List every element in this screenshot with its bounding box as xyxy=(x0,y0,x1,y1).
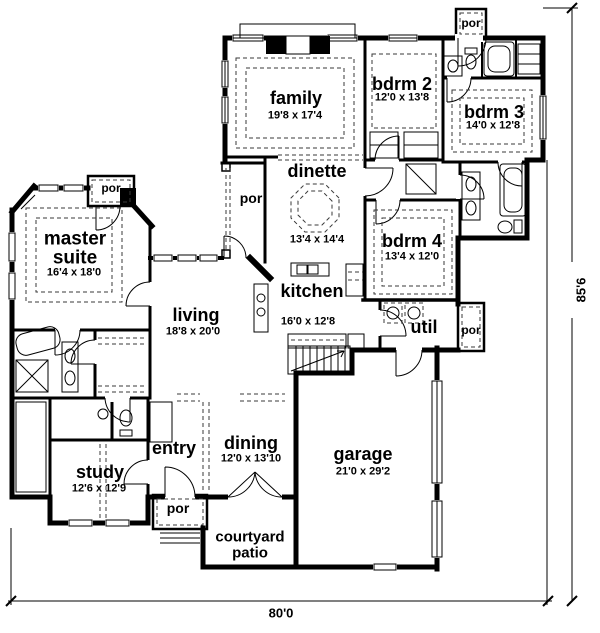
room-label-courtyard-line2: patio xyxy=(232,544,268,562)
overall-height-dimension: 85'6 xyxy=(573,277,589,303)
porch-label-entry: por xyxy=(166,500,190,516)
room-dims-dining: 12'0 x 13'10 xyxy=(220,452,282,465)
windows xyxy=(8,34,547,571)
room-dims-garage: 21'0 x 29'2 xyxy=(335,465,391,478)
dimension-ticks xyxy=(5,2,578,607)
ceiling-details xyxy=(25,12,533,526)
room-label-master-line1: master xyxy=(43,228,107,250)
room-dims-living: 18'8 x 20'0 xyxy=(165,325,221,338)
overall-width-dimension: 80'0 xyxy=(268,605,294,621)
room-label-study: study xyxy=(75,462,125,482)
room-label-bdrm2: bdrm 2 xyxy=(371,74,433,94)
fireplace xyxy=(120,23,356,206)
room-dims-bdrm3: 14'0 x 12'8 xyxy=(465,119,521,132)
room-dims-master: 16'4 x 18'0 xyxy=(46,266,102,279)
porch-label-master: por xyxy=(101,181,121,195)
room-label-entry: entry xyxy=(151,438,197,458)
dimension-lines xyxy=(5,2,578,607)
room-label-courtyard-line1: courtyard xyxy=(215,528,285,546)
room-label-dining: dining xyxy=(224,433,278,453)
porch-label-top: por xyxy=(461,16,481,30)
room-dims-study: 12'6 x 12'9 xyxy=(71,482,127,495)
room-label-dinette: dinette xyxy=(287,161,347,181)
room-dims-family: 19'8 x 17'4 xyxy=(267,109,323,122)
stairs-icon xyxy=(287,345,351,375)
room-label-bdrm4: bdrm 4 xyxy=(381,231,443,251)
room-label-master-line2: suite xyxy=(52,247,98,269)
room-label-garage: garage xyxy=(333,444,393,464)
porch-label-util: por xyxy=(461,323,481,337)
room-label-bdrm3: bdrm 3 xyxy=(463,102,525,122)
fixtures xyxy=(15,41,541,544)
room-dims-kitchen: 16'0 x 12'8 xyxy=(280,315,336,328)
porch-label-center: por xyxy=(239,190,263,206)
room-label-family: family xyxy=(269,88,323,108)
room-label-living: living xyxy=(172,305,220,325)
room-dims-bdrm2: 12'0 x 13'8 xyxy=(374,91,430,104)
room-dims-bdrm4: 13'4 x 12'0 xyxy=(384,250,440,263)
room-label-util: util xyxy=(410,317,438,337)
room-dims-dinette: 13'4 x 14'4 xyxy=(289,233,345,246)
room-label-kitchen: kitchen xyxy=(280,281,344,301)
